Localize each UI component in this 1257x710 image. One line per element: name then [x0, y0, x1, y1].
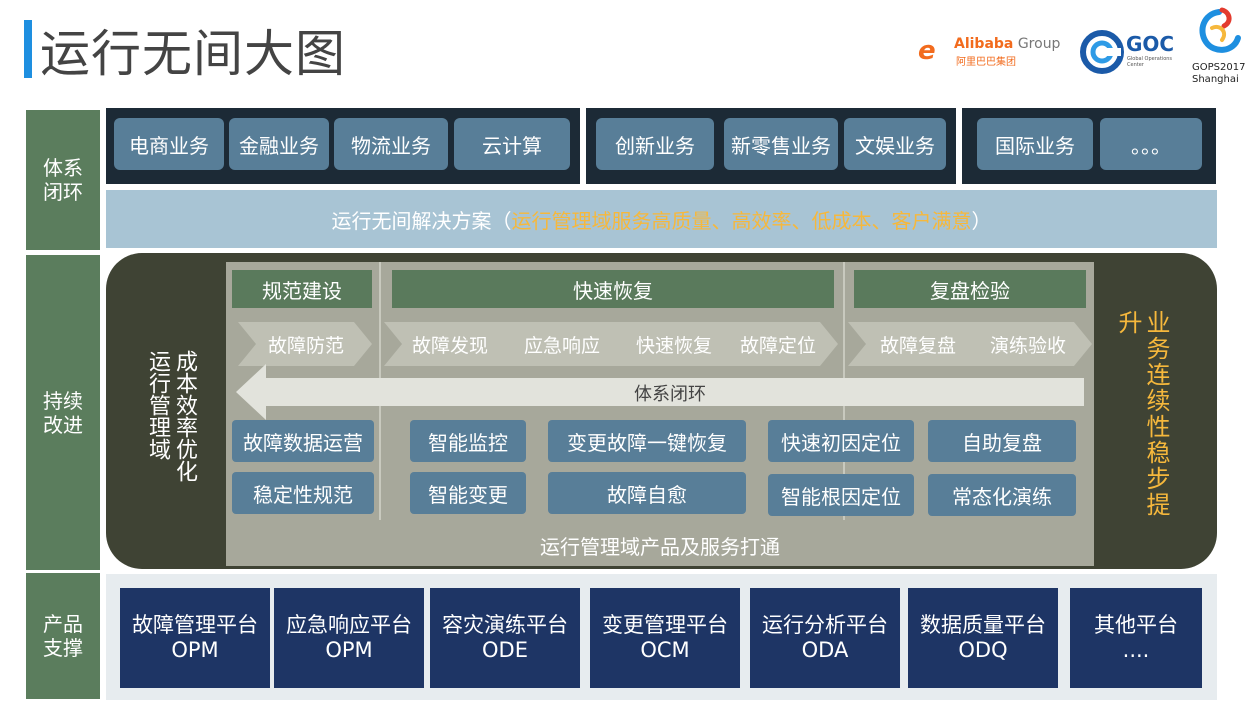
cost-efficiency-label: 成本效率优化运行管理域: [145, 350, 197, 482]
title-accent-bar: [24, 20, 32, 78]
capability-stability-standards: 稳定性规范: [232, 472, 374, 514]
alibaba-logo-text: Alibaba Group: [954, 36, 1061, 52]
gops-mark-icon: [1199, 7, 1241, 53]
solution-highlight: 运行管理域服务高质量、高效率、低成本、客户满意: [511, 208, 972, 233]
side-label-product-support: 产品支撑: [26, 573, 100, 699]
step-fast-recovery: 快速恢复: [635, 334, 712, 357]
solution-banner: 运行无间解决方案（运行管理域服务高质量、高效率、低成本、客户满意）: [106, 190, 1217, 248]
phase-fast-recovery: 快速恢复: [392, 270, 834, 308]
goc-logo: GOC Global Operations Center: [1080, 30, 1180, 74]
gops-logo: GOPS2017 Shanghai: [1192, 6, 1254, 92]
closed-loop-label: 体系闭环: [634, 384, 706, 405]
business-international: 国际业务: [977, 118, 1093, 170]
business-more: 。。。: [1100, 118, 1202, 170]
step-fault-prevention: 故障防范: [267, 334, 344, 357]
goc-mark-icon: [1080, 30, 1124, 74]
solution-suffix: ）: [971, 208, 992, 233]
business-finance: 金融业务: [229, 118, 329, 170]
goc-logo-text: GOC: [1126, 32, 1175, 56]
business-entertainment: 文娱业务: [844, 118, 946, 170]
capability-self-healing: 故障自愈: [548, 472, 746, 514]
business-new-retail: 新零售业务: [724, 118, 838, 170]
business-innovation: 创新业务: [596, 118, 714, 170]
business-continuity-label: 业务连续性稳步提升: [1114, 310, 1170, 518]
business-ecommerce: 电商业务: [114, 118, 224, 170]
capability-smart-change: 智能变更: [410, 472, 526, 514]
step-fault-review: 故障复盘: [879, 334, 956, 357]
capability-fast-cause-location: 快速初因定位: [768, 420, 914, 462]
side-label-continuous-improvement: 持续改进: [26, 255, 100, 570]
phase-review: 复盘检验: [854, 270, 1086, 308]
goc-logo-subtitle: Global Operations Center: [1127, 56, 1173, 68]
capability-one-click-recovery: 变更故障一键恢复: [548, 420, 746, 462]
alibaba-logo-chinese: 阿里巴巴集团: [956, 57, 1016, 68]
capability-smart-monitoring: 智能监控: [410, 420, 526, 462]
phase-standardization: 规范建设: [232, 270, 372, 308]
step-emergency-response: 应急响应: [523, 334, 600, 357]
side-label-closed-loop: 体系闭环: [26, 110, 100, 250]
column-divider: [379, 262, 381, 520]
platform-other: 其他平台....: [1070, 588, 1202, 688]
capability-routine-drill: 常态化演练: [928, 474, 1076, 516]
gops-logo-text: GOPS2017 Shanghai: [1192, 62, 1246, 85]
solution-prefix: 运行无间解决方案（: [331, 208, 512, 233]
alibaba-group-logo: e Alibaba Group 阿里巴巴集团: [918, 36, 1068, 68]
step-fault-detection: 故障发现: [411, 334, 488, 357]
capability-fault-data-ops: 故障数据运营: [232, 420, 374, 462]
capability-self-review: 自助复盘: [928, 420, 1076, 462]
page-title: 运行无间大图: [40, 25, 346, 83]
step-fault-location: 故障定位: [739, 334, 816, 357]
business-cloud: 云计算: [454, 118, 570, 170]
step-drill-acceptance: 演练验收: [989, 334, 1066, 357]
business-logistics: 物流业务: [334, 118, 448, 170]
capability-root-cause-location: 智能根因定位: [768, 474, 914, 516]
integration-label: 运行管理域产品及服务打通: [226, 524, 1094, 566]
alibaba-mark-icon: e: [918, 36, 936, 66]
